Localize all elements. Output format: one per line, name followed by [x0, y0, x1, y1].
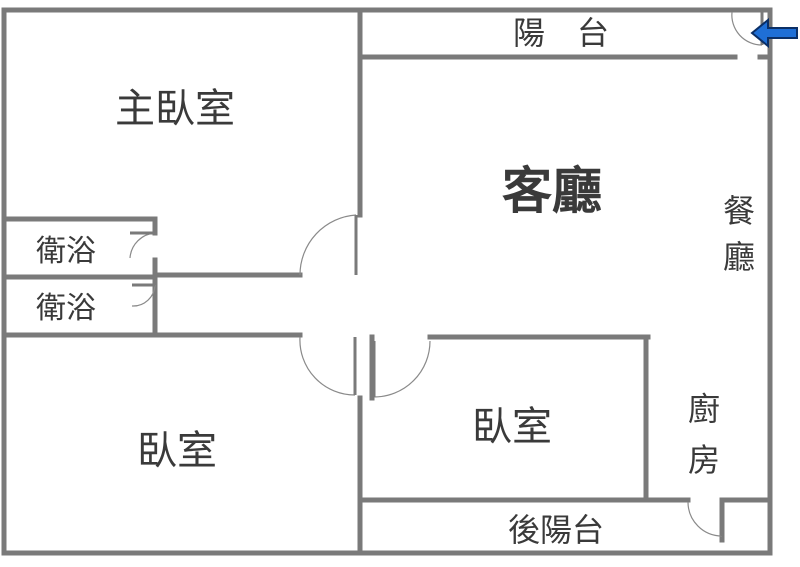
- bedroom-door: [299, 336, 357, 396]
- label-living-room: 客廳: [502, 162, 602, 220]
- label-dining-room-line1: 餐: [723, 192, 755, 230]
- outer-walls: [1, 7, 773, 556]
- label-kitchen-line2: 房: [688, 441, 720, 479]
- bathroom-2-door: [131, 283, 156, 307]
- label-rear-balcony: 後陽台: [508, 511, 604, 549]
- interior-walls: [1, 7, 773, 556]
- inner-bedroom-door: [372, 340, 431, 398]
- bathroom-1-door: [129, 231, 156, 259]
- label-bedroom-2: 臥室: [472, 404, 552, 450]
- label-dining-room-line2: 廳: [723, 238, 755, 276]
- master-bedroom-door: [299, 214, 358, 276]
- label-balcony: 陽 台: [513, 14, 609, 52]
- label-bedroom-1: 臥室: [137, 428, 217, 474]
- label-bathroom-1: 衛浴: [36, 234, 96, 269]
- label-master-bedroom: 主臥室: [115, 86, 235, 132]
- entrance-arrow-icon: [750, 17, 798, 49]
- label-bathroom-2: 衛浴: [36, 291, 96, 326]
- rear-balcony-door: [687, 501, 724, 537]
- label-kitchen-line1: 廚: [688, 390, 720, 428]
